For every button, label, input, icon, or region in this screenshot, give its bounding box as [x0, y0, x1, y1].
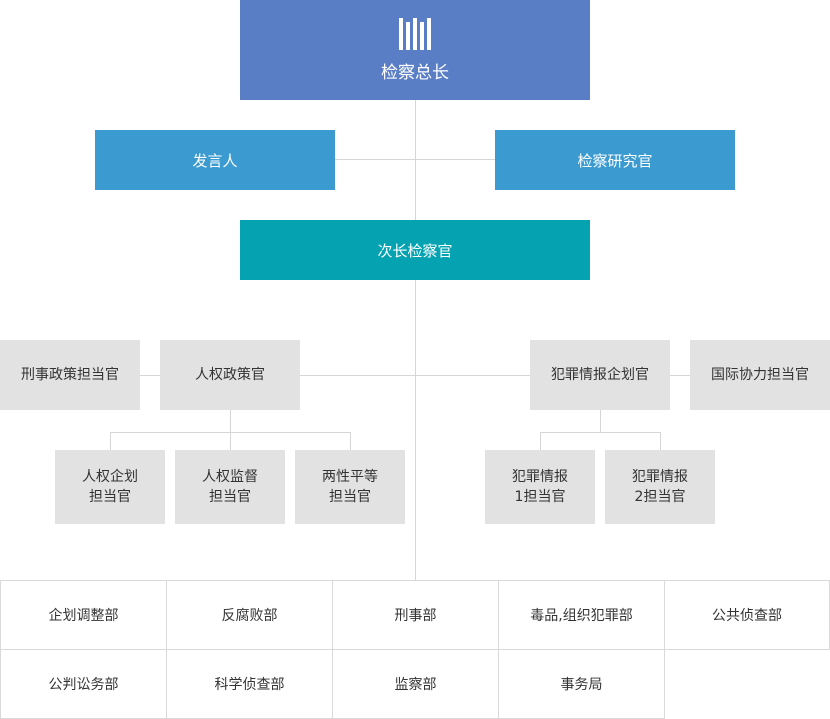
- right-sub-horizontal: [540, 432, 661, 433]
- department-cell: 公判讼务部: [0, 649, 167, 719]
- deputy-prosecutor-label: 次长检察官: [377, 241, 453, 260]
- main-vertical-line: [415, 100, 416, 580]
- research-officer-box: 检察研究官: [495, 130, 735, 190]
- human-rights-policy-label: 人权政策官: [195, 367, 265, 383]
- crime-intel-planning-box: 犯罪情报企划官: [530, 340, 670, 410]
- department-cell: 反腐败部: [166, 580, 333, 650]
- department-label: 反腐败部: [221, 608, 278, 624]
- department-cell: 监察部: [332, 649, 499, 719]
- department-label: 毒品,组织犯罪部: [530, 608, 633, 624]
- left-sub-drop-3: [350, 432, 351, 450]
- prosecutor-general-label: 检察总长: [381, 62, 449, 83]
- right-sub-drop-1: [540, 432, 541, 450]
- criminal-policy-box: 刑事政策担当官: [0, 340, 140, 410]
- department-label: 公共侦查部: [712, 608, 782, 624]
- left-sub-drop-1: [110, 432, 111, 450]
- department-label: 监察部: [394, 677, 437, 693]
- department-cell: 刑事部: [332, 580, 499, 650]
- left-sub-drop-2: [230, 432, 231, 450]
- left-sub-vertical: [230, 410, 231, 432]
- international-cooperation-box: 国际协力担当官: [690, 340, 830, 410]
- deputy-prosecutor-box: 次长检察官: [240, 220, 590, 280]
- research-officer-label: 检察研究官: [577, 151, 653, 170]
- department-cell: 事务局: [498, 649, 665, 719]
- human-rights-policy-box: 人权政策官: [160, 340, 300, 410]
- left-sub-box-3: 两性平等 担当官: [295, 450, 405, 524]
- left-sub-box-1: 人权企划 担当官: [55, 450, 165, 524]
- spokesperson-label: 发言人: [192, 151, 238, 170]
- department-cell: 毒品,组织犯罪部: [498, 580, 665, 650]
- department-cell: 科学侦查部: [166, 649, 333, 719]
- department-label: 科学侦查部: [214, 677, 285, 693]
- right-sub-label-2: 犯罪情报 2担当官: [632, 469, 688, 505]
- left-sub-box-2: 人权监督 担当官: [175, 450, 285, 524]
- right-sub-box-2: 犯罪情报 2担当官: [605, 450, 715, 524]
- row2-horizontal-line: [335, 159, 495, 160]
- criminal-policy-label: 刑事政策担当官: [21, 367, 119, 383]
- department-label: 企划调整部: [48, 608, 119, 624]
- right-sub-vertical: [600, 410, 601, 432]
- right-sub-box-1: 犯罪情报 1担当官: [485, 450, 595, 524]
- international-cooperation-label: 国际协力担当官: [711, 367, 809, 383]
- left-sub-label-3: 两性平等 担当官: [322, 469, 378, 505]
- group-horizontal-line: [140, 375, 690, 376]
- department-label: 公判讼务部: [48, 677, 119, 693]
- department-label: 事务局: [560, 677, 603, 693]
- department-cell: 企划调整部: [0, 580, 167, 650]
- prosecutor-general-box: 检察总长: [240, 0, 590, 100]
- spokesperson-box: 发言人: [95, 130, 335, 190]
- prosecution-emblem-icon: [399, 17, 431, 50]
- left-sub-label-2: 人权监督 担当官: [202, 469, 258, 505]
- department-cell: 公共侦查部: [664, 580, 830, 650]
- right-sub-label-1: 犯罪情报 1担当官: [512, 469, 568, 505]
- crime-intel-planning-label: 犯罪情报企划官: [551, 367, 649, 383]
- right-sub-drop-2: [660, 432, 661, 450]
- left-sub-label-1: 人权企划 担当官: [82, 469, 138, 505]
- department-label: 刑事部: [394, 608, 437, 624]
